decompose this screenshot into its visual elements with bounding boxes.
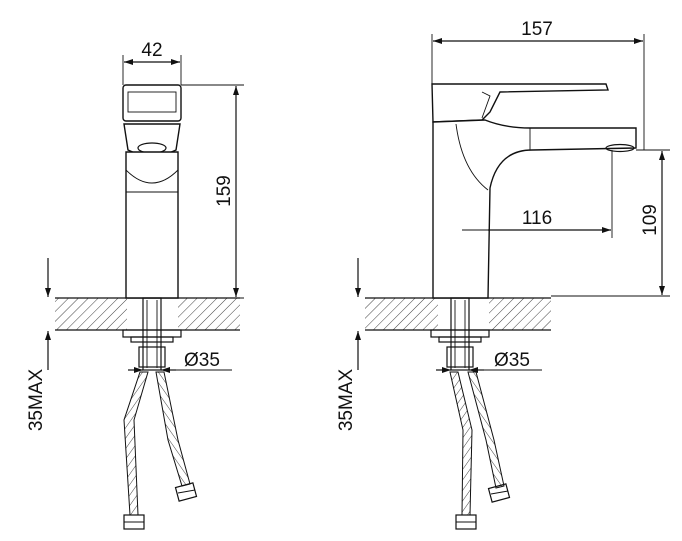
front-view: 42 159 Ø35 35MAX (26, 40, 244, 530)
side-spout-height-label: 109 (640, 204, 661, 236)
front-max-label: 35MAX (26, 369, 47, 432)
front-mounting-shank (122, 297, 182, 371)
front-faucet-body (122, 84, 182, 299)
front-height-label: 159 (214, 175, 235, 207)
side-max-thickness-dimension: 35MAX (336, 258, 361, 432)
side-reach-dimension: 116 (462, 150, 613, 238)
side-countertop (365, 297, 551, 331)
side-spout-height-dimension: 109 (551, 149, 670, 297)
side-faucet-body (431, 83, 637, 299)
front-hole-dimension: Ø35 (128, 350, 232, 373)
side-max-label: 35MAX (336, 369, 357, 432)
front-height-dimension: 159 (181, 84, 244, 299)
side-width-label: 157 (521, 19, 553, 40)
front-hoses (123, 371, 198, 530)
front-max-thickness-dimension: 35MAX (26, 258, 51, 432)
side-hole-label: Ø35 (494, 350, 530, 371)
side-hole-dimension: Ø35 (436, 350, 542, 373)
front-width-label: 42 (141, 40, 162, 61)
side-hoses (449, 371, 511, 530)
side-view: 157 116 109 Ø35 35MAX (336, 19, 670, 530)
side-reach-label: 116 (522, 208, 552, 229)
front-countertop (55, 297, 240, 331)
side-mounting-shank (430, 297, 490, 371)
side-width-dimension: 157 (431, 19, 645, 150)
front-hole-label: Ø35 (184, 350, 220, 371)
front-width-dimension: 42 (122, 40, 182, 85)
